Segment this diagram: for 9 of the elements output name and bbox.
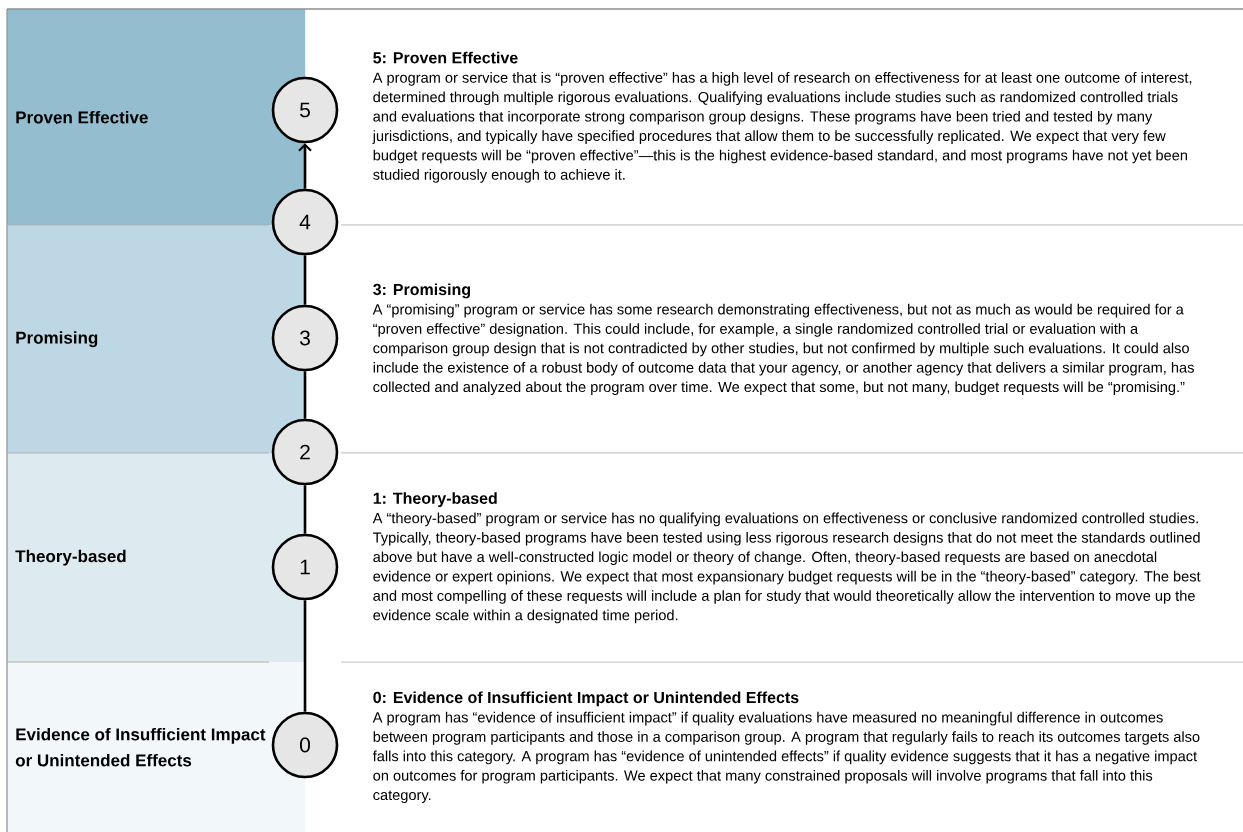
description-cell: 0: Evidence of Insufficient Impact or Unintended Effects A program has “evidence of insufficient impact” if quality evaluations have measured no meaningful difference in outcomes between program participants and those in a comparison group. A program that regularly fails to reach its outcomes targets also falls into this category. A program has “evidence of unintended effects” if quality evidence suggests that it has a negative impact on outcomes for program participants. We expect that many constrained proposals will involve programs that fall into this category. (342, 663, 1243, 832)
description-cell: 1: Theory-based A “theory-based” program or service has no qualifying evaluations on effectiveness or conclusive randomized controlled studies. Typically, theory-based programs have been tested using less rigorous research designs that do not meet the standards outlined above but have a well-constructed logic model or theory of change. Often, theory-based requests are based on anecdotal evidence or expert opinions. We expect that most expansionary budget requests will be in the “theory-based” category. The best and most compelling of these requests will include a plan for study that would theoretically allow the intervention to move up the evidence scale within a designated time period. (342, 454, 1243, 662)
connector-line (298, 143, 312, 189)
connector-line (303, 371, 307, 419)
description-cell: 3: Promising A “promising” program or service has some research demonstrating effectiveness, but not as much as would be required for a “proven effective” designation. This could include, for example, a single randomized controlled trial or evaluation with a comparison group design that is not contradicted by other studies, but not confirmed by multiple such evaluations. It could also include the existence of a robust body of outcome data that your agency, or another agency that delivers a similar program, has collected and analyzed about the program over time. We expect that some, but not many, budget requests will be “promising.” (342, 226, 1243, 453)
connector-line (303, 485, 307, 534)
connector-line (303, 255, 307, 305)
description-cell: 5: Proven Effective A program or service that is “proven effective” has a high level of research on effectiveness for at least one outcome of interest, determined through multiple rigorous evaluations. Qualifying evaluations include studies such as randomized controlled trials and evaluations that incorporate strong comparison group designs. These programs have been tried and tested by many jurisdictions, and typically have specified procedures that allow them to be successfully replicated. We expect that very few budget requests will be “proven effective”—this is the highest evidence-based standard, and most programs have not yet been studied rigorously enough to achieve it. (342, 10, 1243, 225)
connector-line (303, 600, 307, 712)
